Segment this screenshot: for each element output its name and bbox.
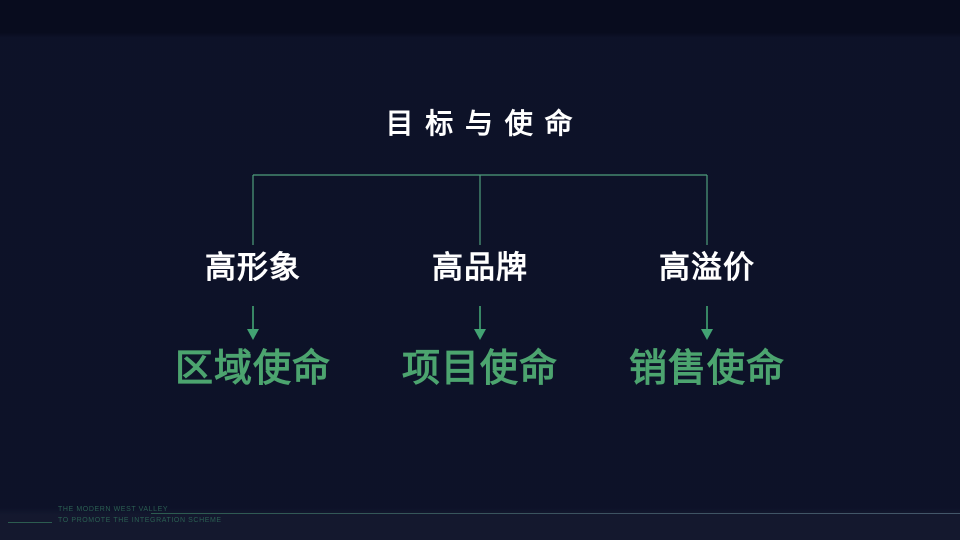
footer-tagline-1: THE MODERN WEST VALLEY [58, 506, 169, 513]
branch-label: 高溢价 [659, 250, 755, 285]
branch-high-premium: 高溢价 销售使命 [587, 248, 827, 391]
footer-divider-long [151, 513, 960, 514]
mission-label: 销售使命 [628, 348, 785, 390]
mission-label: 项目使命 [401, 348, 558, 390]
slide-title: 目 标 与 使 命 [385, 108, 575, 139]
footer-divider-short [8, 522, 52, 523]
down-arrow-icon [474, 306, 486, 340]
branch-high-brand: 高品牌 项目使命 [360, 248, 600, 391]
branch-label: 高形象 [205, 250, 301, 285]
down-arrow-icon [247, 306, 259, 340]
branch-high-image: 高形象 区域使命 [133, 248, 373, 391]
branch-label: 高品牌 [432, 250, 528, 285]
footer-tagline-2: TO PROMOTE THE INTEGRATION SCHEME [58, 517, 222, 524]
mission-label: 区域使命 [174, 348, 331, 390]
down-arrow-icon [701, 306, 713, 340]
